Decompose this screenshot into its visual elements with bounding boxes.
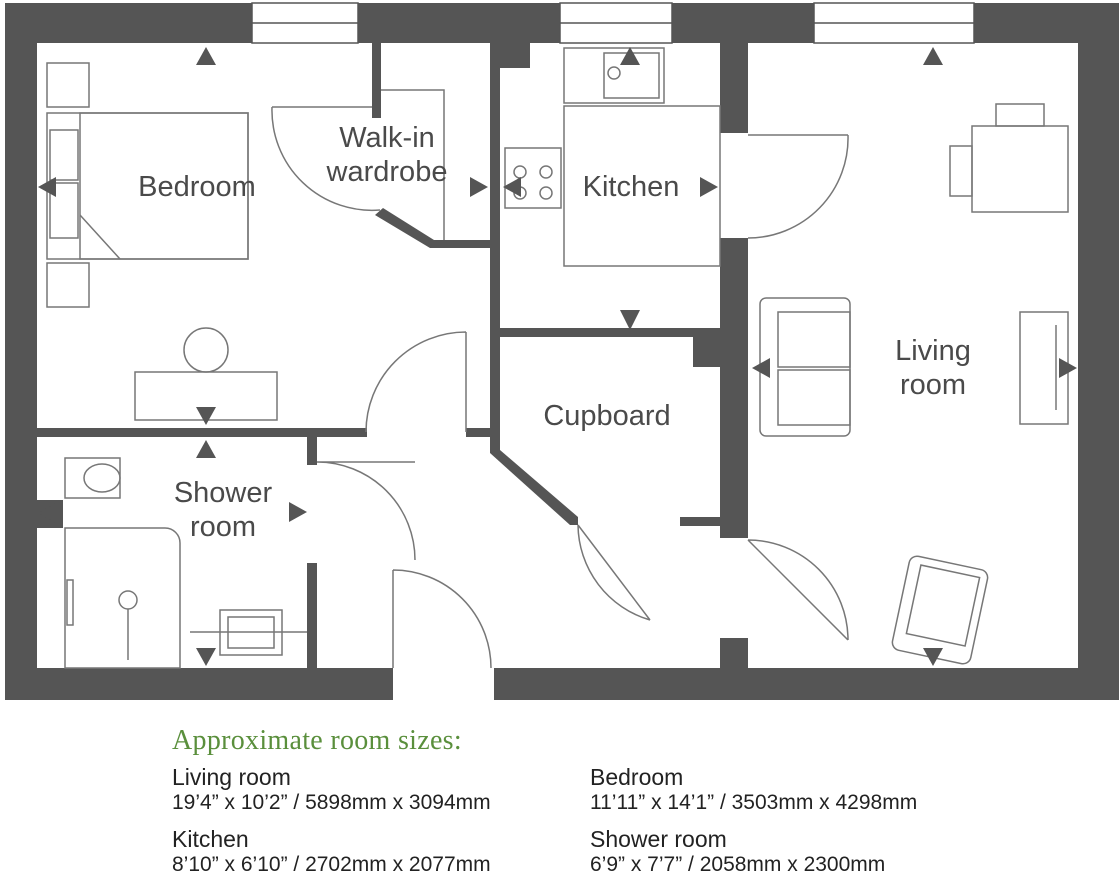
size-shower-room: Shower room 6’9” x 7’7” / 2058mm x 2300m… [590,826,885,878]
shower-room-label-line1: Shower [174,477,273,509]
kitchen-label: Kitchen [583,171,680,203]
size-bedroom: Bedroom 11’11” x 14’1” / 3503mm x 4298mm [590,764,917,816]
room-sizes-title: Approximate room sizes: [172,725,462,756]
size-name: Shower room [590,826,727,852]
cupboard-label: Cupboard [543,400,670,432]
outer-walls [5,3,1119,700]
size-name: Living room [172,764,291,790]
direction-arrows [38,47,1077,666]
walkin-wardrobe-label-line2: wardrobe [326,156,448,188]
walkin-wardrobe-label-line1: Walk-in [339,122,435,154]
size-kitchen: Kitchen 8’10” x 6’10” / 2702mm x 2077mm [172,826,491,878]
floor-plan: Bedroom Walk-in wardrobe Kitchen Living … [5,2,1119,700]
living-room-label-line1: Living [895,335,971,367]
shower-room-label-line2: room [190,511,256,543]
size-dims: 11’11” x 14’1” / 3503mm x 4298mm [590,791,918,814]
size-dims: 8’10” x 6’10” / 2702mm x 2077mm [172,853,491,876]
windows [251,2,975,44]
internal-walls [37,43,748,700]
living-room-label-line2: room [900,369,966,401]
size-name: Bedroom [590,764,684,790]
size-dims: 19’4” x 10’2” / 5898mm x 3094mm [172,791,491,814]
size-name: Kitchen [172,826,249,852]
bedroom-label: Bedroom [138,171,256,203]
size-living-room: Living room 19’4” x 10’2” / 5898mm x 309… [172,764,491,816]
doors [271,106,849,669]
size-dims: 6’9” x 7’7” / 2058mm x 2300mm [590,853,886,876]
